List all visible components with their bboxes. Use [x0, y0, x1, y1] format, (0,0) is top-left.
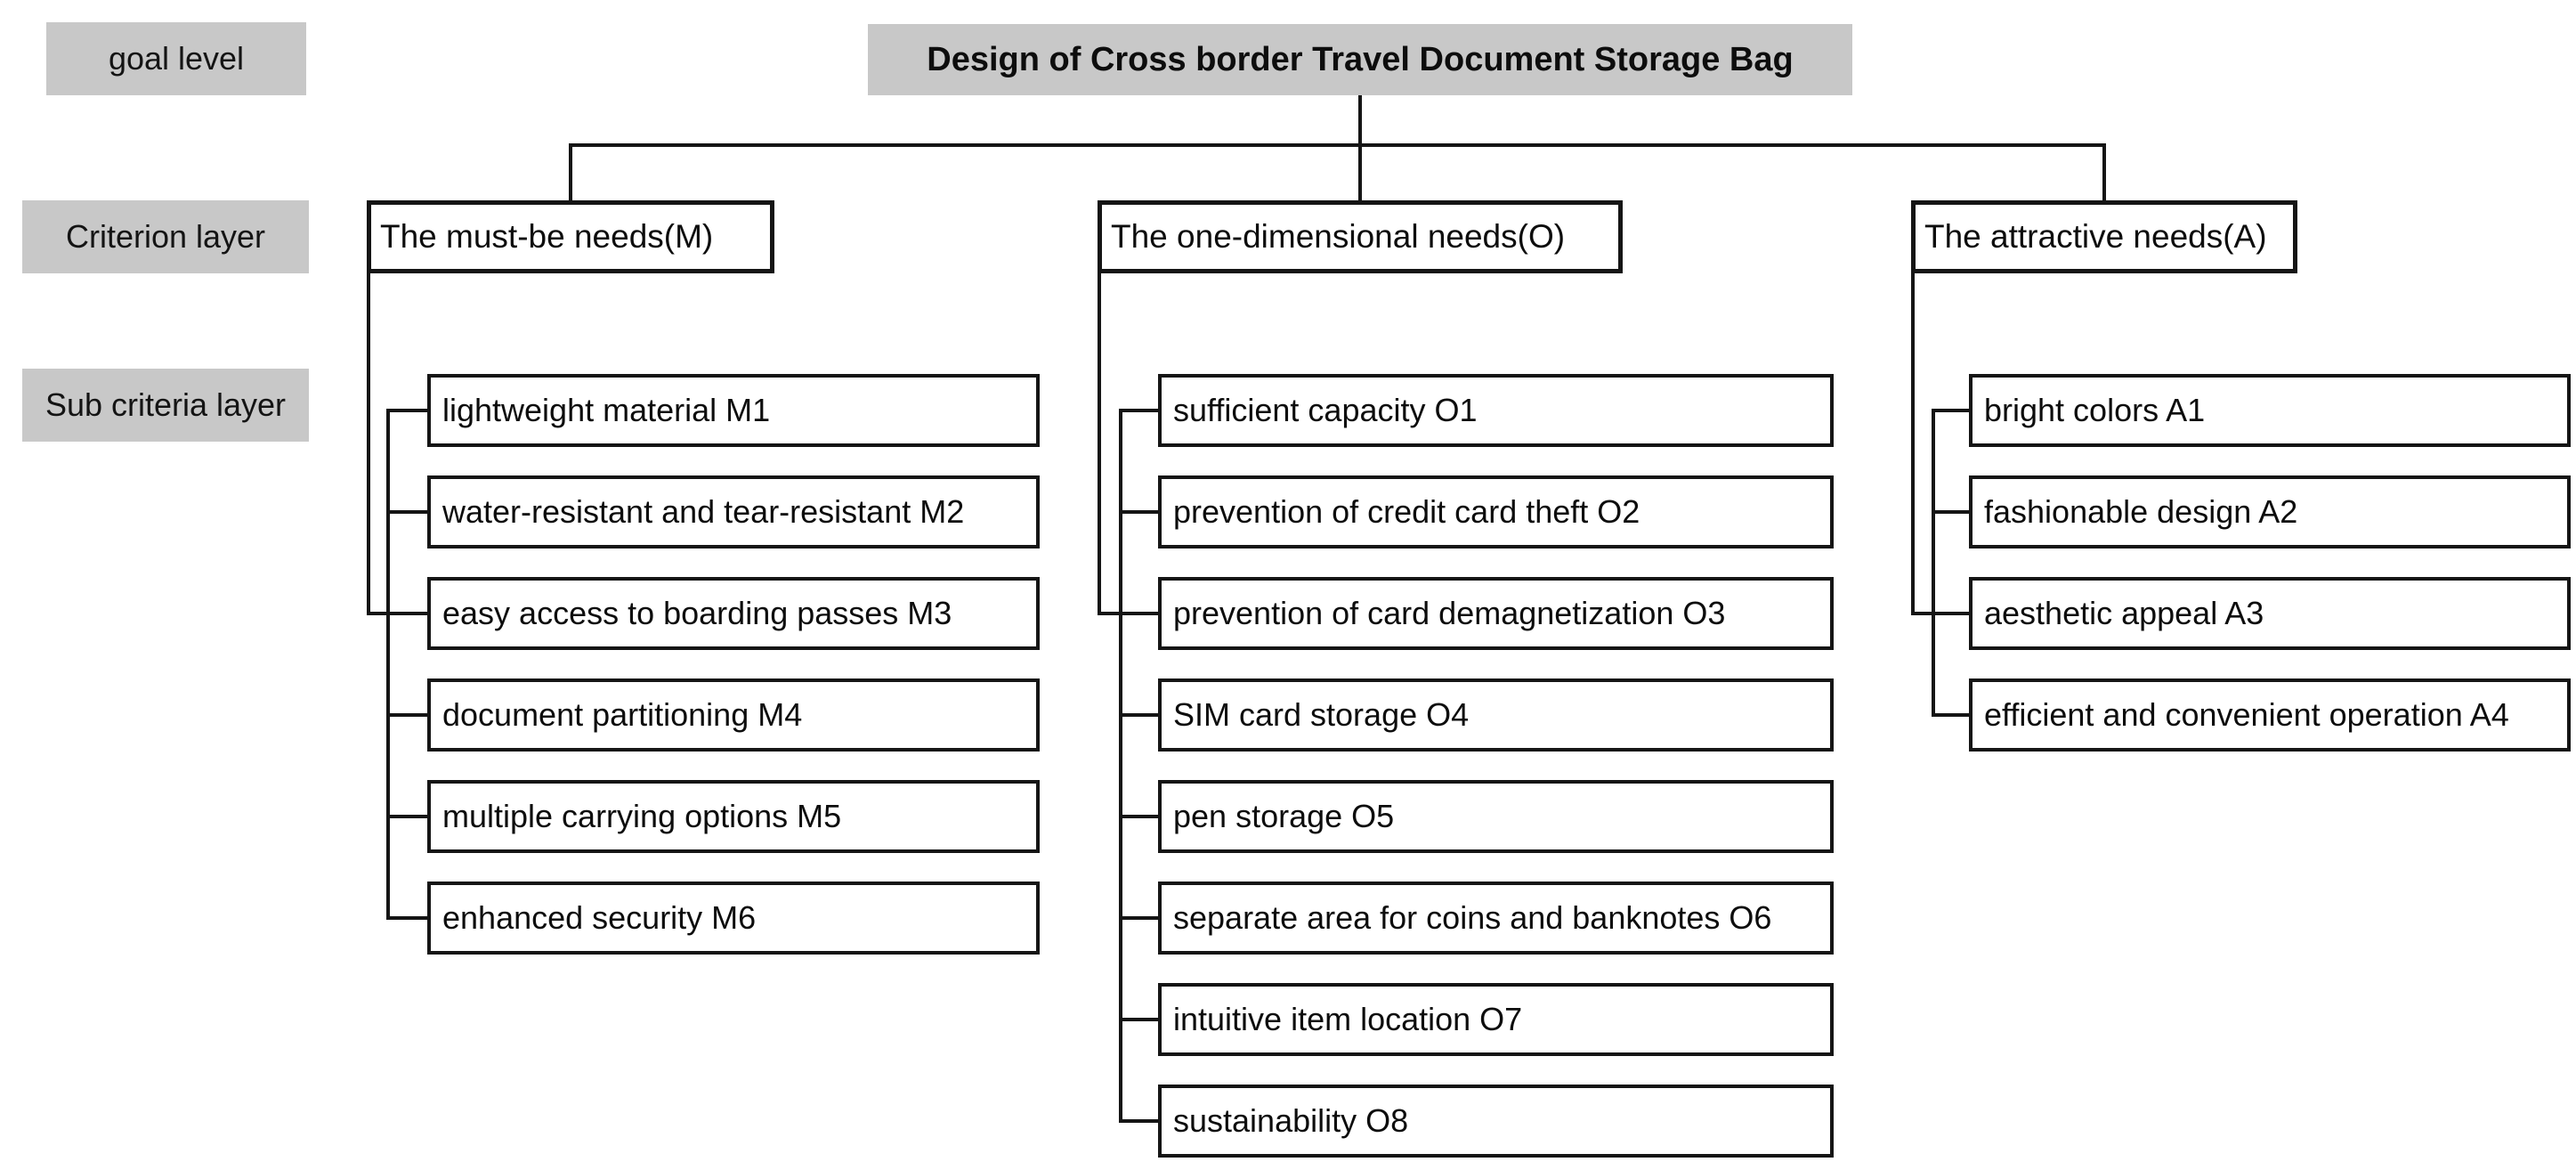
sub-criteria-layer-label: Sub criteria layer: [22, 369, 309, 442]
connector-horizontal-bus: [569, 143, 2106, 147]
sub-item-o1: sufficient capacity O1: [1158, 374, 1834, 447]
connector-stub-m2: [386, 510, 427, 514]
connector-stub-o4: [1119, 713, 1158, 717]
connector-title-to-o-vertical: [1358, 95, 1362, 202]
connector-subtrunk-a: [1932, 409, 1935, 717]
sub-item-a4: efficient and convenient operation A4: [1969, 678, 2571, 752]
connector-trunk-a: [1911, 273, 1915, 615]
sub-item-a1: bright colors A1: [1969, 374, 2571, 447]
goal-title-box: Design of Cross border Travel Document S…: [868, 24, 1852, 95]
sub-item-o5: pen storage O5: [1158, 780, 1834, 853]
criterion-box-a: The attractive needs(A): [1911, 200, 2297, 273]
sub-item-m2: water-resistant and tear-resistant M2: [427, 475, 1040, 548]
connector-drop-a: [2102, 143, 2106, 202]
connector-stub-o3: [1098, 612, 1158, 615]
sub-item-o4: SIM card storage O4: [1158, 678, 1834, 752]
connector-trunk-m: [367, 273, 370, 615]
connector-trunk-o: [1098, 273, 1101, 615]
sub-item-a2: fashionable design A2: [1969, 475, 2571, 548]
connector-stub-a1: [1932, 409, 1969, 412]
criterion-box-m: The must-be needs(M): [367, 200, 774, 273]
criterion-box-o: The one-dimensional needs(O): [1098, 200, 1623, 273]
connector-stub-a3: [1911, 612, 1969, 615]
sub-item-o2: prevention of credit card theft O2: [1158, 475, 1834, 548]
connector-drop-m: [569, 143, 572, 202]
sub-item-o7: intuitive item location O7: [1158, 983, 1834, 1056]
sub-item-m4: document partitioning M4: [427, 678, 1040, 752]
criterion-layer-label: Criterion layer: [22, 200, 309, 273]
connector-stub-o1: [1119, 409, 1158, 412]
connector-stub-m6: [386, 916, 427, 920]
connector-stub-m4: [386, 713, 427, 717]
sub-item-o8: sustainability O8: [1158, 1085, 1834, 1158]
connector-stub-a2: [1932, 510, 1969, 514]
connector-stub-m3: [367, 612, 427, 615]
sub-item-o3: prevention of card demagnetization O3: [1158, 577, 1834, 650]
connector-stub-o7: [1119, 1018, 1158, 1021]
connector-stub-m5: [386, 815, 427, 818]
sub-item-m3: easy access to boarding passes M3: [427, 577, 1040, 650]
connector-subtrunk-m: [386, 409, 390, 920]
sub-item-a3: aesthetic appeal A3: [1969, 577, 2571, 650]
connector-stub-o6: [1119, 916, 1158, 920]
sub-item-o6: separate area for coins and banknotes O6: [1158, 882, 1834, 955]
connector-subtrunk-o: [1119, 409, 1122, 1123]
connector-stub-o2: [1119, 510, 1158, 514]
sub-item-m5: multiple carrying options M5: [427, 780, 1040, 853]
connector-stub-m1: [386, 409, 427, 412]
sub-item-m1: lightweight material M1: [427, 374, 1040, 447]
goal-level-label: goal level: [46, 22, 306, 95]
connector-stub-a4: [1932, 713, 1969, 717]
connector-stub-o8: [1119, 1119, 1158, 1123]
sub-item-m6: enhanced security M6: [427, 882, 1040, 955]
connector-stub-o5: [1119, 815, 1158, 818]
